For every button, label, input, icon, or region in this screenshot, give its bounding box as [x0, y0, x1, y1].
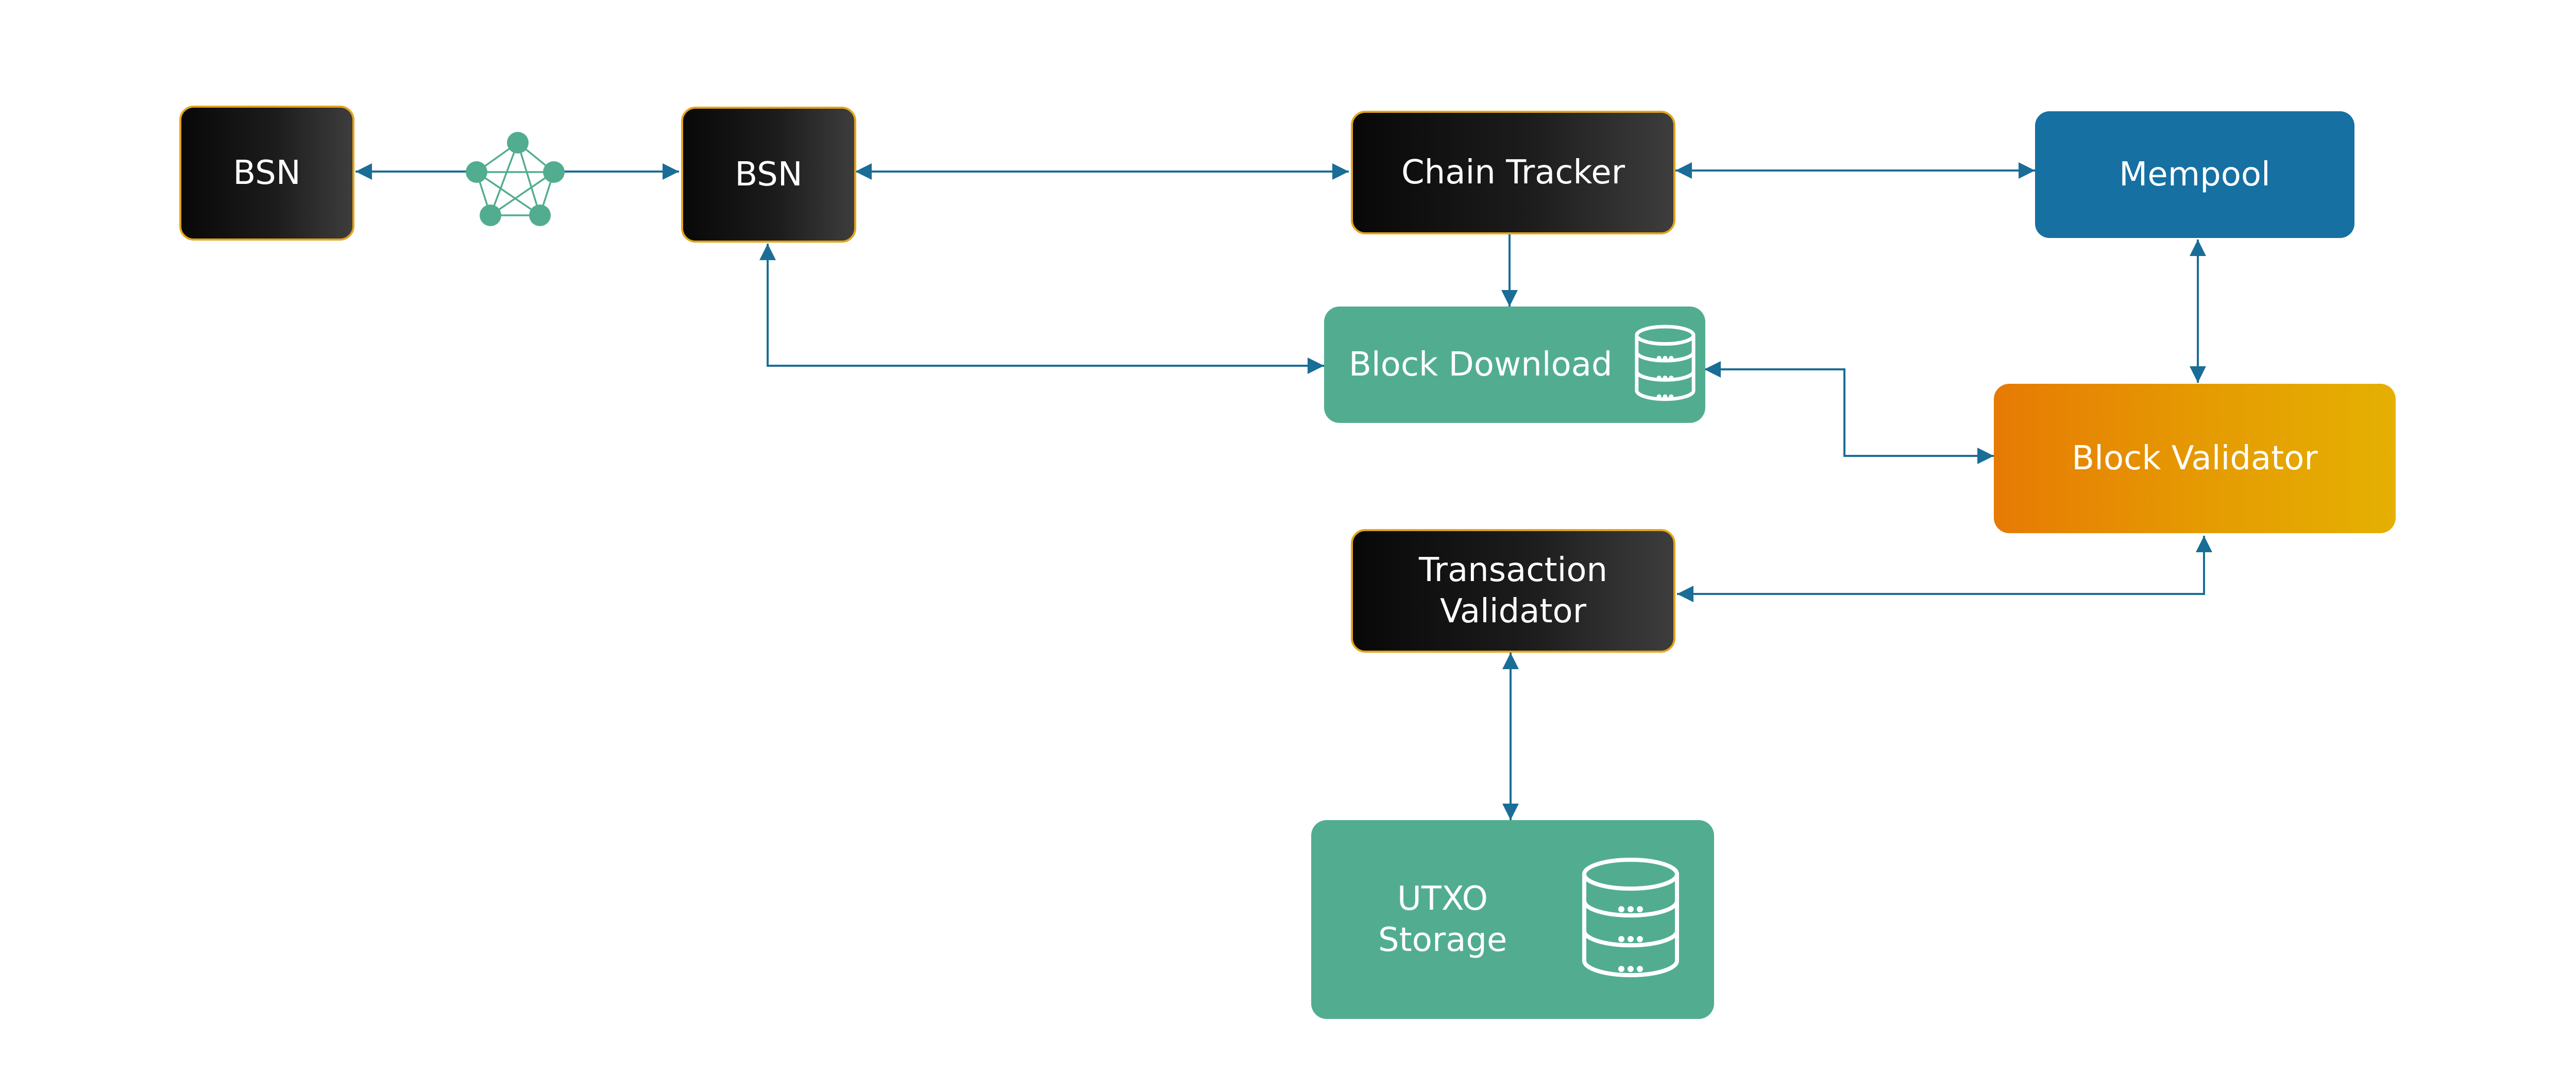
mempool-label: Mempool [2119, 156, 2270, 194]
block-validator-node: Block Validator [1994, 384, 2396, 533]
transaction-validator-node: Transaction Validator [1351, 529, 1675, 653]
mempool-node: Mempool [2035, 111, 2354, 238]
utxo-storage-label: UTXO Storage [1378, 880, 1507, 959]
connectors [355, 162, 2212, 820]
bsn-left-label: BSN [233, 154, 301, 192]
utxo-storage-node: UTXO Storage [1311, 820, 1714, 1019]
arrow-bsn-block-download [759, 244, 1324, 374]
bsn-left-node: BSN [179, 106, 354, 241]
block-validator-label: Block Validator [2072, 439, 2318, 478]
bsn-right-label: BSN [735, 156, 803, 194]
block-download-label: Block Download [1349, 346, 1613, 384]
database-icon [1582, 858, 1679, 977]
transaction-validator-label: Transaction Validator [1418, 551, 1608, 631]
chain-tracker-node: Chain Tracker [1351, 111, 1675, 234]
bsn-right-node: BSN [681, 107, 856, 243]
block-download-node: Block Download [1324, 307, 1705, 423]
arrow-block-download-block-validator [1704, 361, 1994, 464]
arrow-transaction-validator-block-validator [1677, 536, 2212, 602]
network-mesh-icon [466, 132, 565, 226]
database-icon [1635, 325, 1696, 401]
chain-tracker-label: Chain Tracker [1401, 154, 1625, 192]
